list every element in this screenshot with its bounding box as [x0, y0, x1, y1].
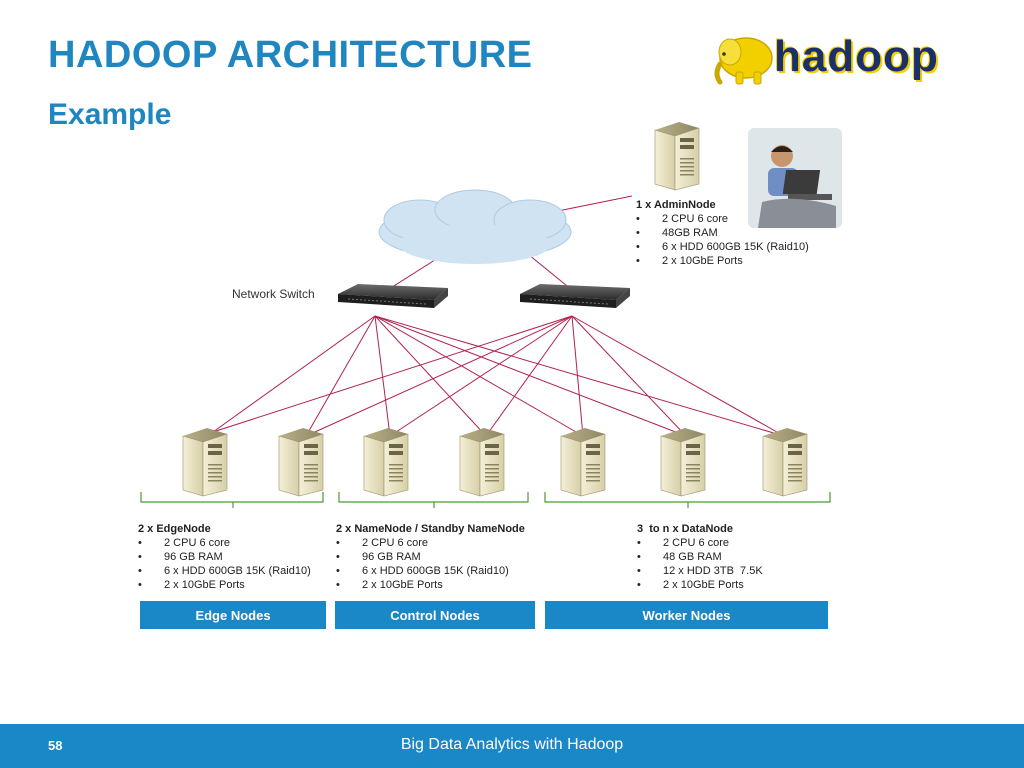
admin-node-spec: 1 x AdminNode 2 CPU 6 core 48GB RAM 6 x …	[636, 198, 809, 268]
spec-item: 2 x 10GbE Ports	[336, 578, 525, 592]
worker-nodes-button[interactable]: Worker Nodes	[545, 601, 828, 629]
network-switch-label: Network Switch	[232, 287, 315, 301]
namenode-server-icon	[363, 427, 409, 497]
control-node-title: 2 x NameNode / Standby NameNode	[336, 523, 525, 535]
control-group-bracket	[338, 492, 529, 508]
slide-title: HADOOP ARCHITECTURE	[48, 34, 533, 76]
datanode-server-icon-3	[762, 427, 808, 497]
worker-node-title: 3 to n x DataNode	[637, 523, 733, 535]
worker-node-spec: 3 to n x DataNode 2 CPU 6 core 48 GB RAM…	[637, 522, 763, 592]
slide-subtitle: Example	[48, 98, 172, 131]
control-nodes-button[interactable]: Control Nodes	[335, 601, 535, 629]
spec-item: 2 CPU 6 core	[138, 536, 311, 550]
datanode-server-icon-2	[660, 427, 706, 497]
spec-item: 6 x HDD 600GB 15K (Raid10)	[636, 240, 809, 254]
elephant-icon	[714, 37, 773, 85]
network-switch-2	[519, 283, 631, 309]
edge-node-title: 2 x EdgeNode	[138, 523, 211, 535]
network-cloud	[378, 189, 572, 264]
hadoop-logo: hadoop	[712, 28, 944, 90]
spec-item: 48GB RAM	[636, 226, 809, 240]
admin-server-icon	[654, 121, 700, 191]
admin-node-title: 1 x AdminNode	[636, 199, 716, 211]
network-switch-1	[337, 283, 449, 309]
spec-item: 2 CPU 6 core	[636, 212, 809, 226]
edge-server-icon-2	[278, 427, 324, 497]
spec-item: 6 x HDD 600GB 15K (Raid10)	[336, 564, 525, 578]
spec-item: 2 CPU 6 core	[336, 536, 525, 550]
spec-item: 48 GB RAM	[637, 550, 763, 564]
control-node-spec: 2 x NameNode / Standby NameNode 2 CPU 6 …	[336, 522, 525, 592]
edge-group-bracket	[140, 492, 324, 508]
edge-nodes-button[interactable]: Edge Nodes	[140, 601, 326, 629]
logo-wordmark: hadoop	[774, 32, 939, 81]
spec-item: 6 x HDD 600GB 15K (Raid10)	[138, 564, 311, 578]
page-number: 58	[48, 738, 63, 753]
spec-item: 96 GB RAM	[138, 550, 311, 564]
spec-item: 12 x HDD 3TB 7.5K	[637, 564, 763, 578]
slide-footer: Big Data Analytics with Hadoop 58	[0, 724, 1024, 768]
standby-namenode-server-icon	[459, 427, 505, 497]
spec-item: 2 x 10GbE Ports	[637, 578, 763, 592]
edge-server-icon-1	[182, 427, 228, 497]
spec-item: 96 GB RAM	[336, 550, 525, 564]
worker-group-bracket	[544, 492, 831, 508]
spec-item: 2 CPU 6 core	[637, 536, 763, 550]
footer-title: Big Data Analytics with Hadoop	[400, 736, 624, 753]
spec-item: 2 x 10GbE Ports	[636, 254, 809, 268]
spec-item: 2 x 10GbE Ports	[138, 578, 311, 592]
edge-node-spec: 2 x EdgeNode 2 CPU 6 core 96 GB RAM 6 x …	[138, 522, 311, 592]
datanode-server-icon-1	[560, 427, 606, 497]
